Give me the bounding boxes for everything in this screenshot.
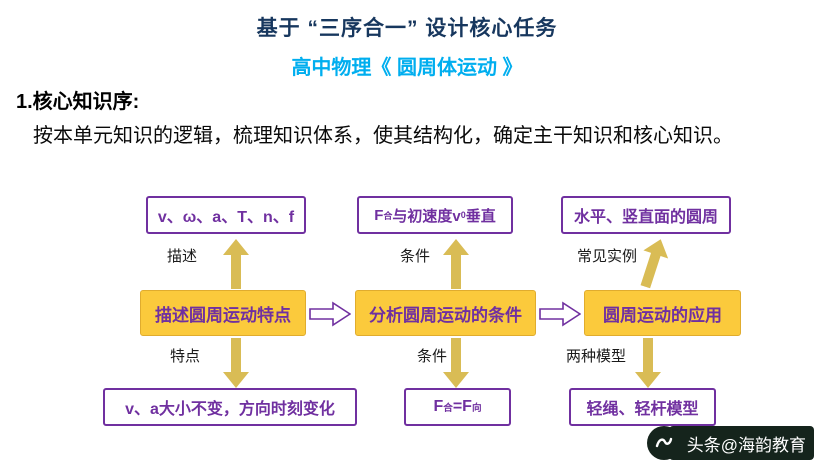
col2-up-arrow-icon: [443, 239, 469, 289]
watermark-logo-icon: [646, 426, 681, 460]
formula-sub: 向: [471, 403, 482, 414]
formula-part: =F: [452, 398, 472, 415]
col3-top-box: 水平、竖直面的圆周: [561, 196, 731, 234]
col1-bottom-box: v、a大小不变，方向时刻变化: [103, 388, 357, 426]
formula-sub: 0: [460, 210, 466, 220]
col3-bottom-box: 轻绳、轻杆模型: [569, 388, 716, 426]
right-arrow-icon: [539, 301, 582, 327]
right-arrow-icon: [309, 301, 352, 327]
intro-paragraph: 按本单元知识的逻辑，梳理知识体系，使其结构化，确定主干知识和核心知识。: [33, 125, 733, 147]
formula-sub: 合: [443, 403, 453, 414]
col3-main-box: 圆周运动的应用: [584, 290, 741, 336]
col2-top-label: 条件: [400, 248, 431, 265]
page-title: 基于 “三序合一” 设计核心任务: [256, 17, 558, 40]
col3-bottom-label: 两种模型: [566, 348, 627, 365]
col2-bottom-label: 条件: [417, 348, 448, 365]
col1-up-arrow-icon: [223, 239, 249, 289]
formula-sub: 合: [383, 210, 393, 221]
col1-top-box: v、ω、a、T、n、f: [146, 196, 306, 234]
col1-bottom-label: 特点: [170, 348, 201, 365]
col2-down-arrow-icon: [443, 338, 469, 388]
col1-top-label: 描述: [167, 248, 198, 265]
col3-top-label: 常见实例: [577, 248, 638, 265]
watermark-text: 头条@海韵教育: [668, 426, 814, 460]
section-heading: 1.核心知识序:: [16, 91, 140, 113]
col2-main-box: 分析圆周运动的条件: [355, 290, 536, 336]
page-subtitle: 高中物理《 圆周体运动 》: [291, 57, 523, 79]
formula-part: F: [374, 206, 384, 224]
formula-part: 与初速度v: [392, 207, 461, 225]
formula-part: F: [433, 398, 444, 415]
formula-part: 垂直: [465, 207, 496, 225]
col3-down-arrow-icon: [635, 338, 661, 388]
col1-main-box: 描述圆周运动特点: [140, 290, 306, 336]
col3-diagonal-up-arrow-icon: [633, 235, 673, 291]
col1-down-arrow-icon: [223, 338, 249, 388]
watermark: 头条@海韵教育: [646, 426, 814, 460]
